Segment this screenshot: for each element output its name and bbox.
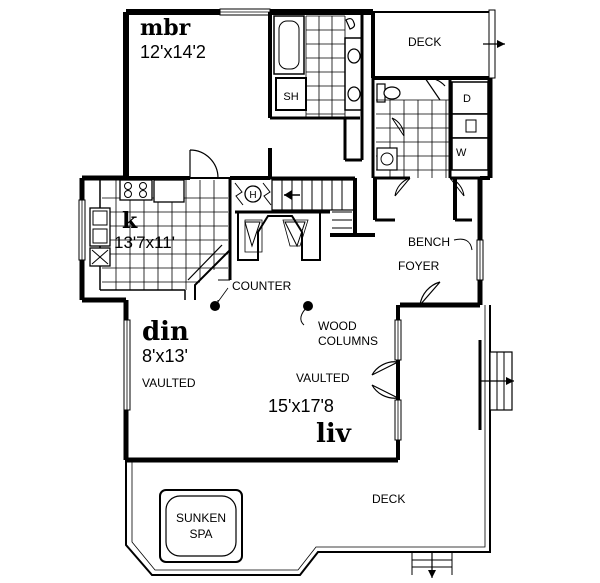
wood-columns-label-2: COLUMNS [318,334,378,348]
bath-door [391,77,446,137]
fireplace [237,211,321,261]
refrigerator [153,179,185,203]
room-labels: mbr 12'x14'2 k 13'7x11' din 8'x13' VAULT… [114,15,450,506]
dining-name: din [142,317,189,347]
bath-tiles [305,15,346,118]
kitchen-name: k [122,208,138,234]
shower-label: SH [283,91,298,103]
counter-label: COUNTER [232,279,292,293]
living-size: 15'x17'8 [268,396,334,416]
mbr-size: 12'x14'2 [140,42,206,62]
shower: SH [275,77,307,111]
deck-steps-bottom [411,552,453,578]
stairs [271,179,355,229]
dining-size: 8'x13' [142,346,188,366]
bench [453,238,473,251]
vanity [344,17,363,111]
living-name: liv [316,419,352,449]
washer-label: W [456,147,467,159]
spa-label-line2: SPA [189,527,212,541]
kitchen-size: 13'7x11' [114,233,175,252]
wood-columns-label-1: WOOD [318,319,357,333]
bathtub [273,15,305,75]
laundry-units: D W [451,81,489,171]
range [119,179,153,201]
wood-columns [210,287,313,326]
heater: H [234,182,272,206]
foyer-label: FOYER [398,259,440,273]
dining-note: VAULTED [142,376,196,390]
deck-top [372,9,505,79]
kitchen-sink [89,207,111,267]
deck-top-label: DECK [408,35,441,49]
heater-label: H [249,190,256,201]
bench-label: BENCH [408,235,450,249]
living-note: VAULTED [296,371,350,385]
deck-bottom [125,305,491,576]
small-sink [376,147,398,171]
doors [189,149,465,399]
counter [187,244,231,310]
spa-label-line1: SUNKEN [176,511,226,525]
deck-steps-right [480,351,514,411]
laundry-tiles [376,99,450,178]
dryer-label: D [463,93,471,105]
deck-bottom-label: DECK [372,492,405,506]
mbr-name: mbr [140,15,191,41]
sunken-spa: SUNKEN SPA [159,489,243,563]
toilet [376,83,401,103]
windows [78,8,484,441]
